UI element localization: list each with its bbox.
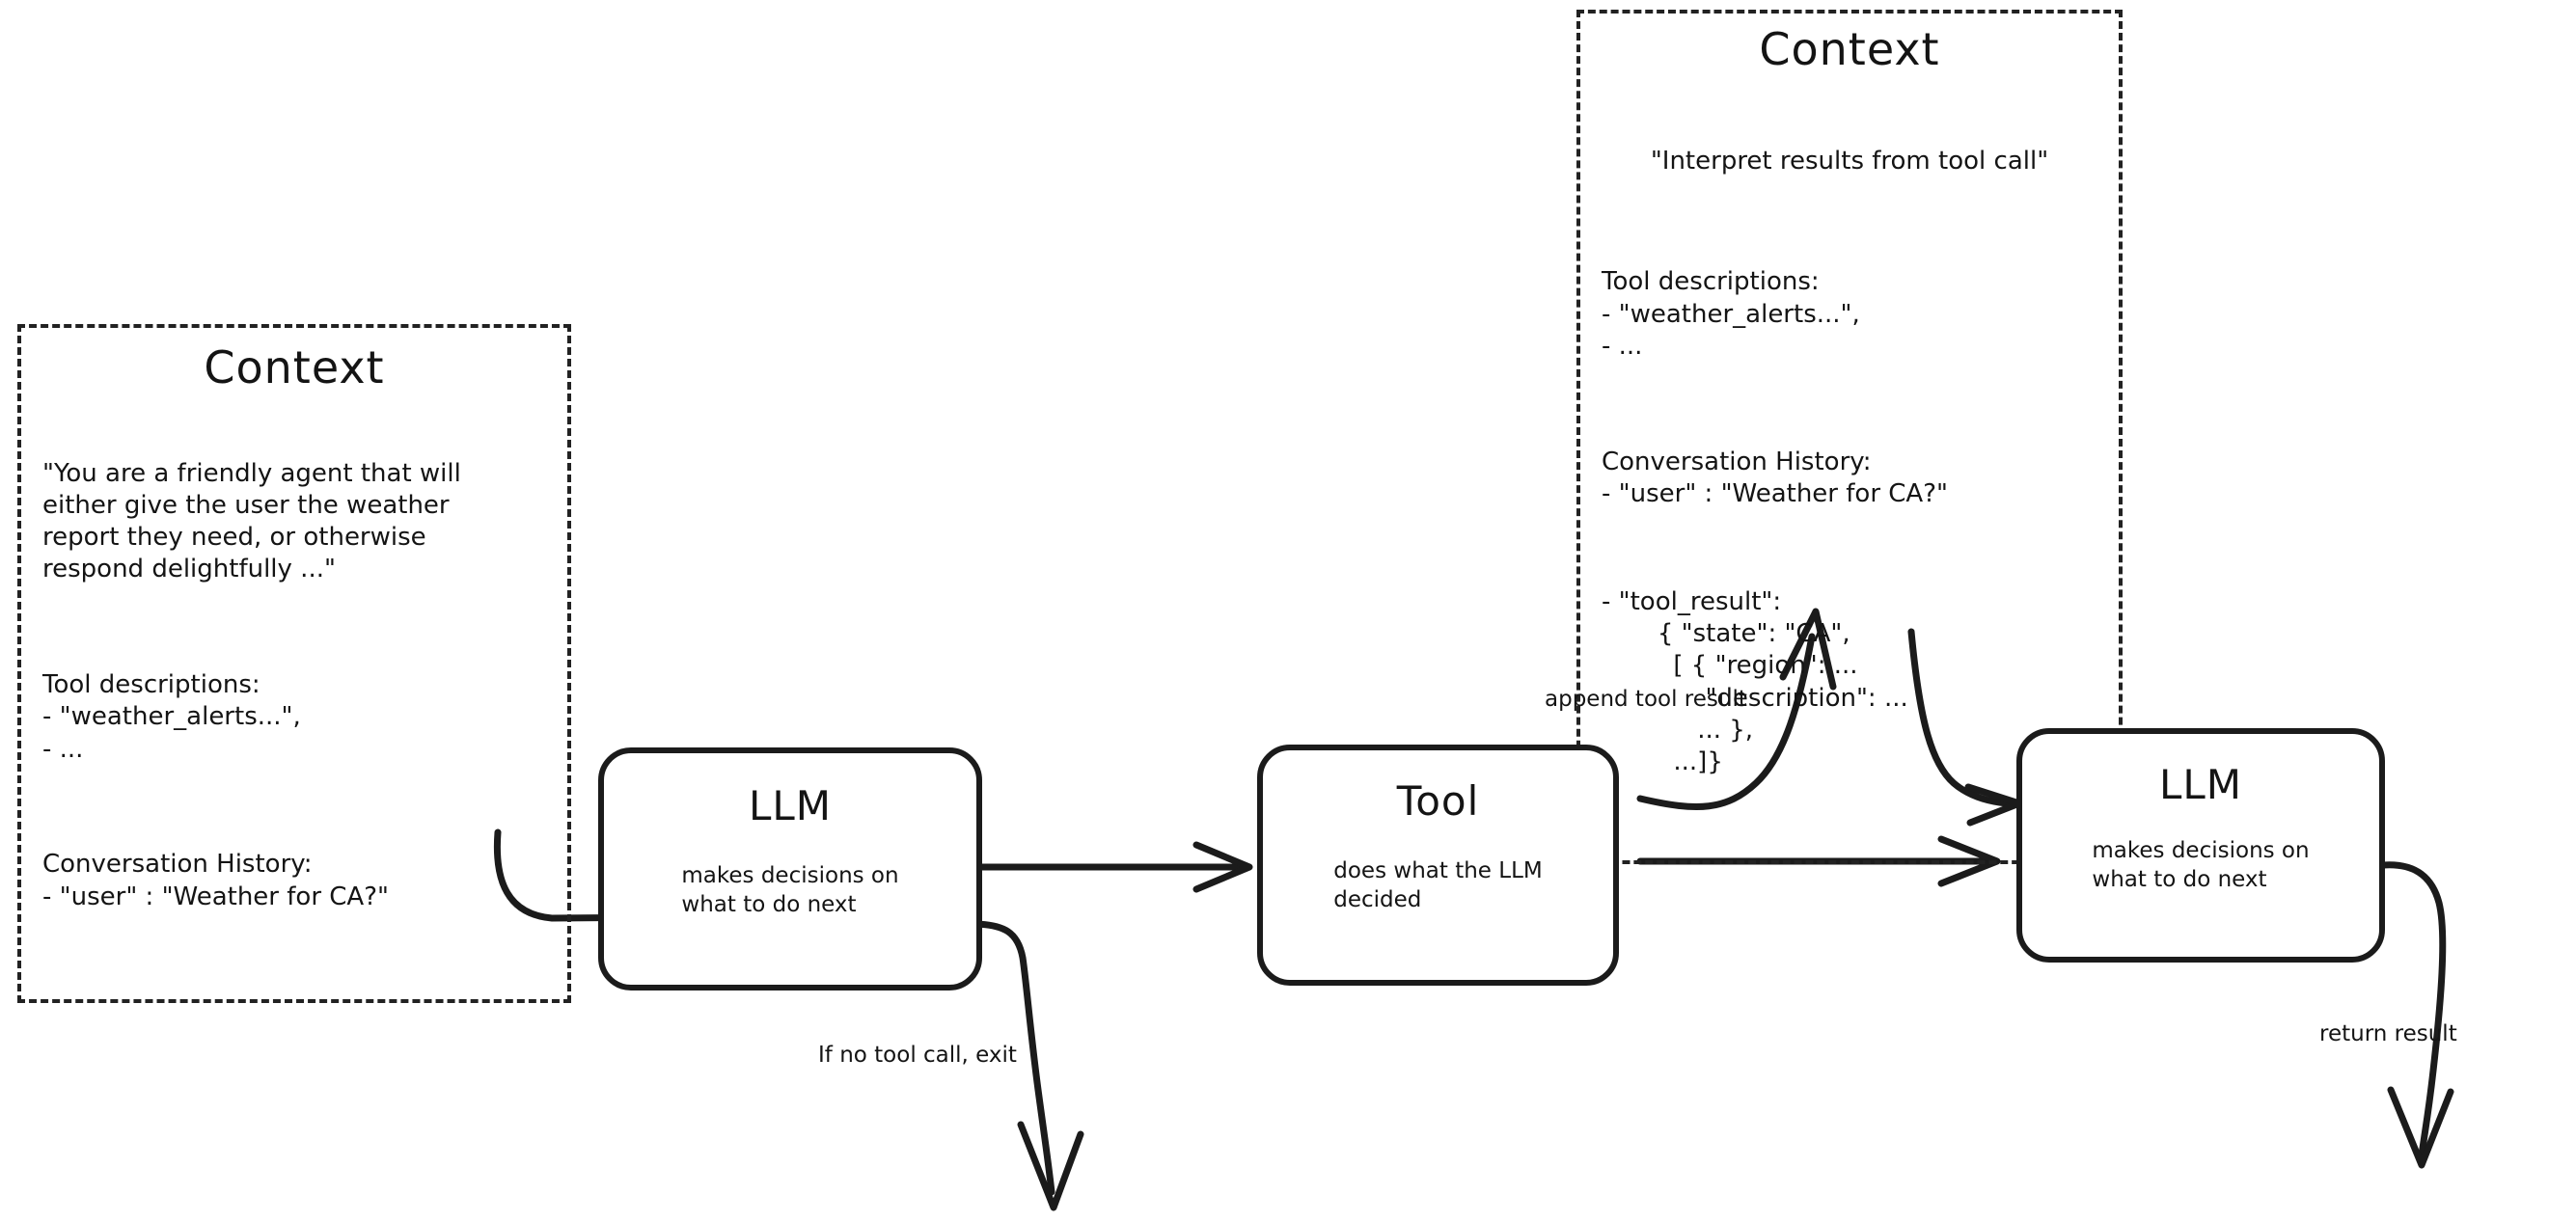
node-tool-subtitle: does what the LLM decided [1333, 858, 1543, 912]
context-right-paragraph-3: Conversation History: - "user" : "Weathe… [1602, 447, 1948, 508]
node-llm-1-subtitle: makes decisions on what to do next [681, 863, 899, 917]
context-right-title: Context [1759, 23, 1940, 75]
edge-label-return-result: return result [2319, 1021, 2457, 1046]
node-llm-1-title: LLM [748, 782, 833, 829]
node-tool-title: Tool [1396, 777, 1480, 825]
context-left-title: Context [204, 341, 385, 393]
node-llm-2-subtitle: makes decisions on what to do next [2092, 838, 2310, 892]
context-right-paragraph-2: Tool descriptions: - "weather_alerts..."… [1602, 267, 1860, 361]
edge-label-exit: If no tool call, exit [818, 1043, 1017, 1068]
edge-label-append-tool-result: append tool result [1545, 687, 1747, 712]
context-box-left: Context "You are a friendly agent that w… [17, 324, 571, 1003]
arrow-llm1-to-tool [978, 841, 1253, 893]
node-llm-1[interactable]: LLM makes decisions on what to do next [598, 747, 982, 990]
node-llm-2-title: LLM [2158, 761, 2243, 808]
node-llm-2[interactable]: LLM makes decisions on what to do next [2016, 728, 2385, 963]
context-right-paragraph-1: "Interpret results from tool call" [1650, 146, 2049, 176]
context-right-body: "Interpret results from tool call" Tool … [1602, 81, 2097, 843]
context-left-paragraph-3: Conversation History: - "user" : "Weathe… [42, 850, 389, 911]
node-tool[interactable]: Tool does what the LLM decided [1257, 745, 1619, 986]
context-left-paragraph-1: "You are a friendly agent that will eith… [42, 458, 461, 584]
context-box-right: Context "Interpret results from tool cal… [1576, 10, 2123, 864]
context-right-paragraph-4: - "tool_result": { "state": "CA", [ { "r… [1602, 586, 1908, 777]
context-left-body: "You are a friendly agent that will eith… [42, 393, 546, 978]
context-left-paragraph-2: Tool descriptions: - "weather_alerts..."… [42, 670, 301, 764]
arrow-llm2-return [2379, 861, 2454, 1169]
